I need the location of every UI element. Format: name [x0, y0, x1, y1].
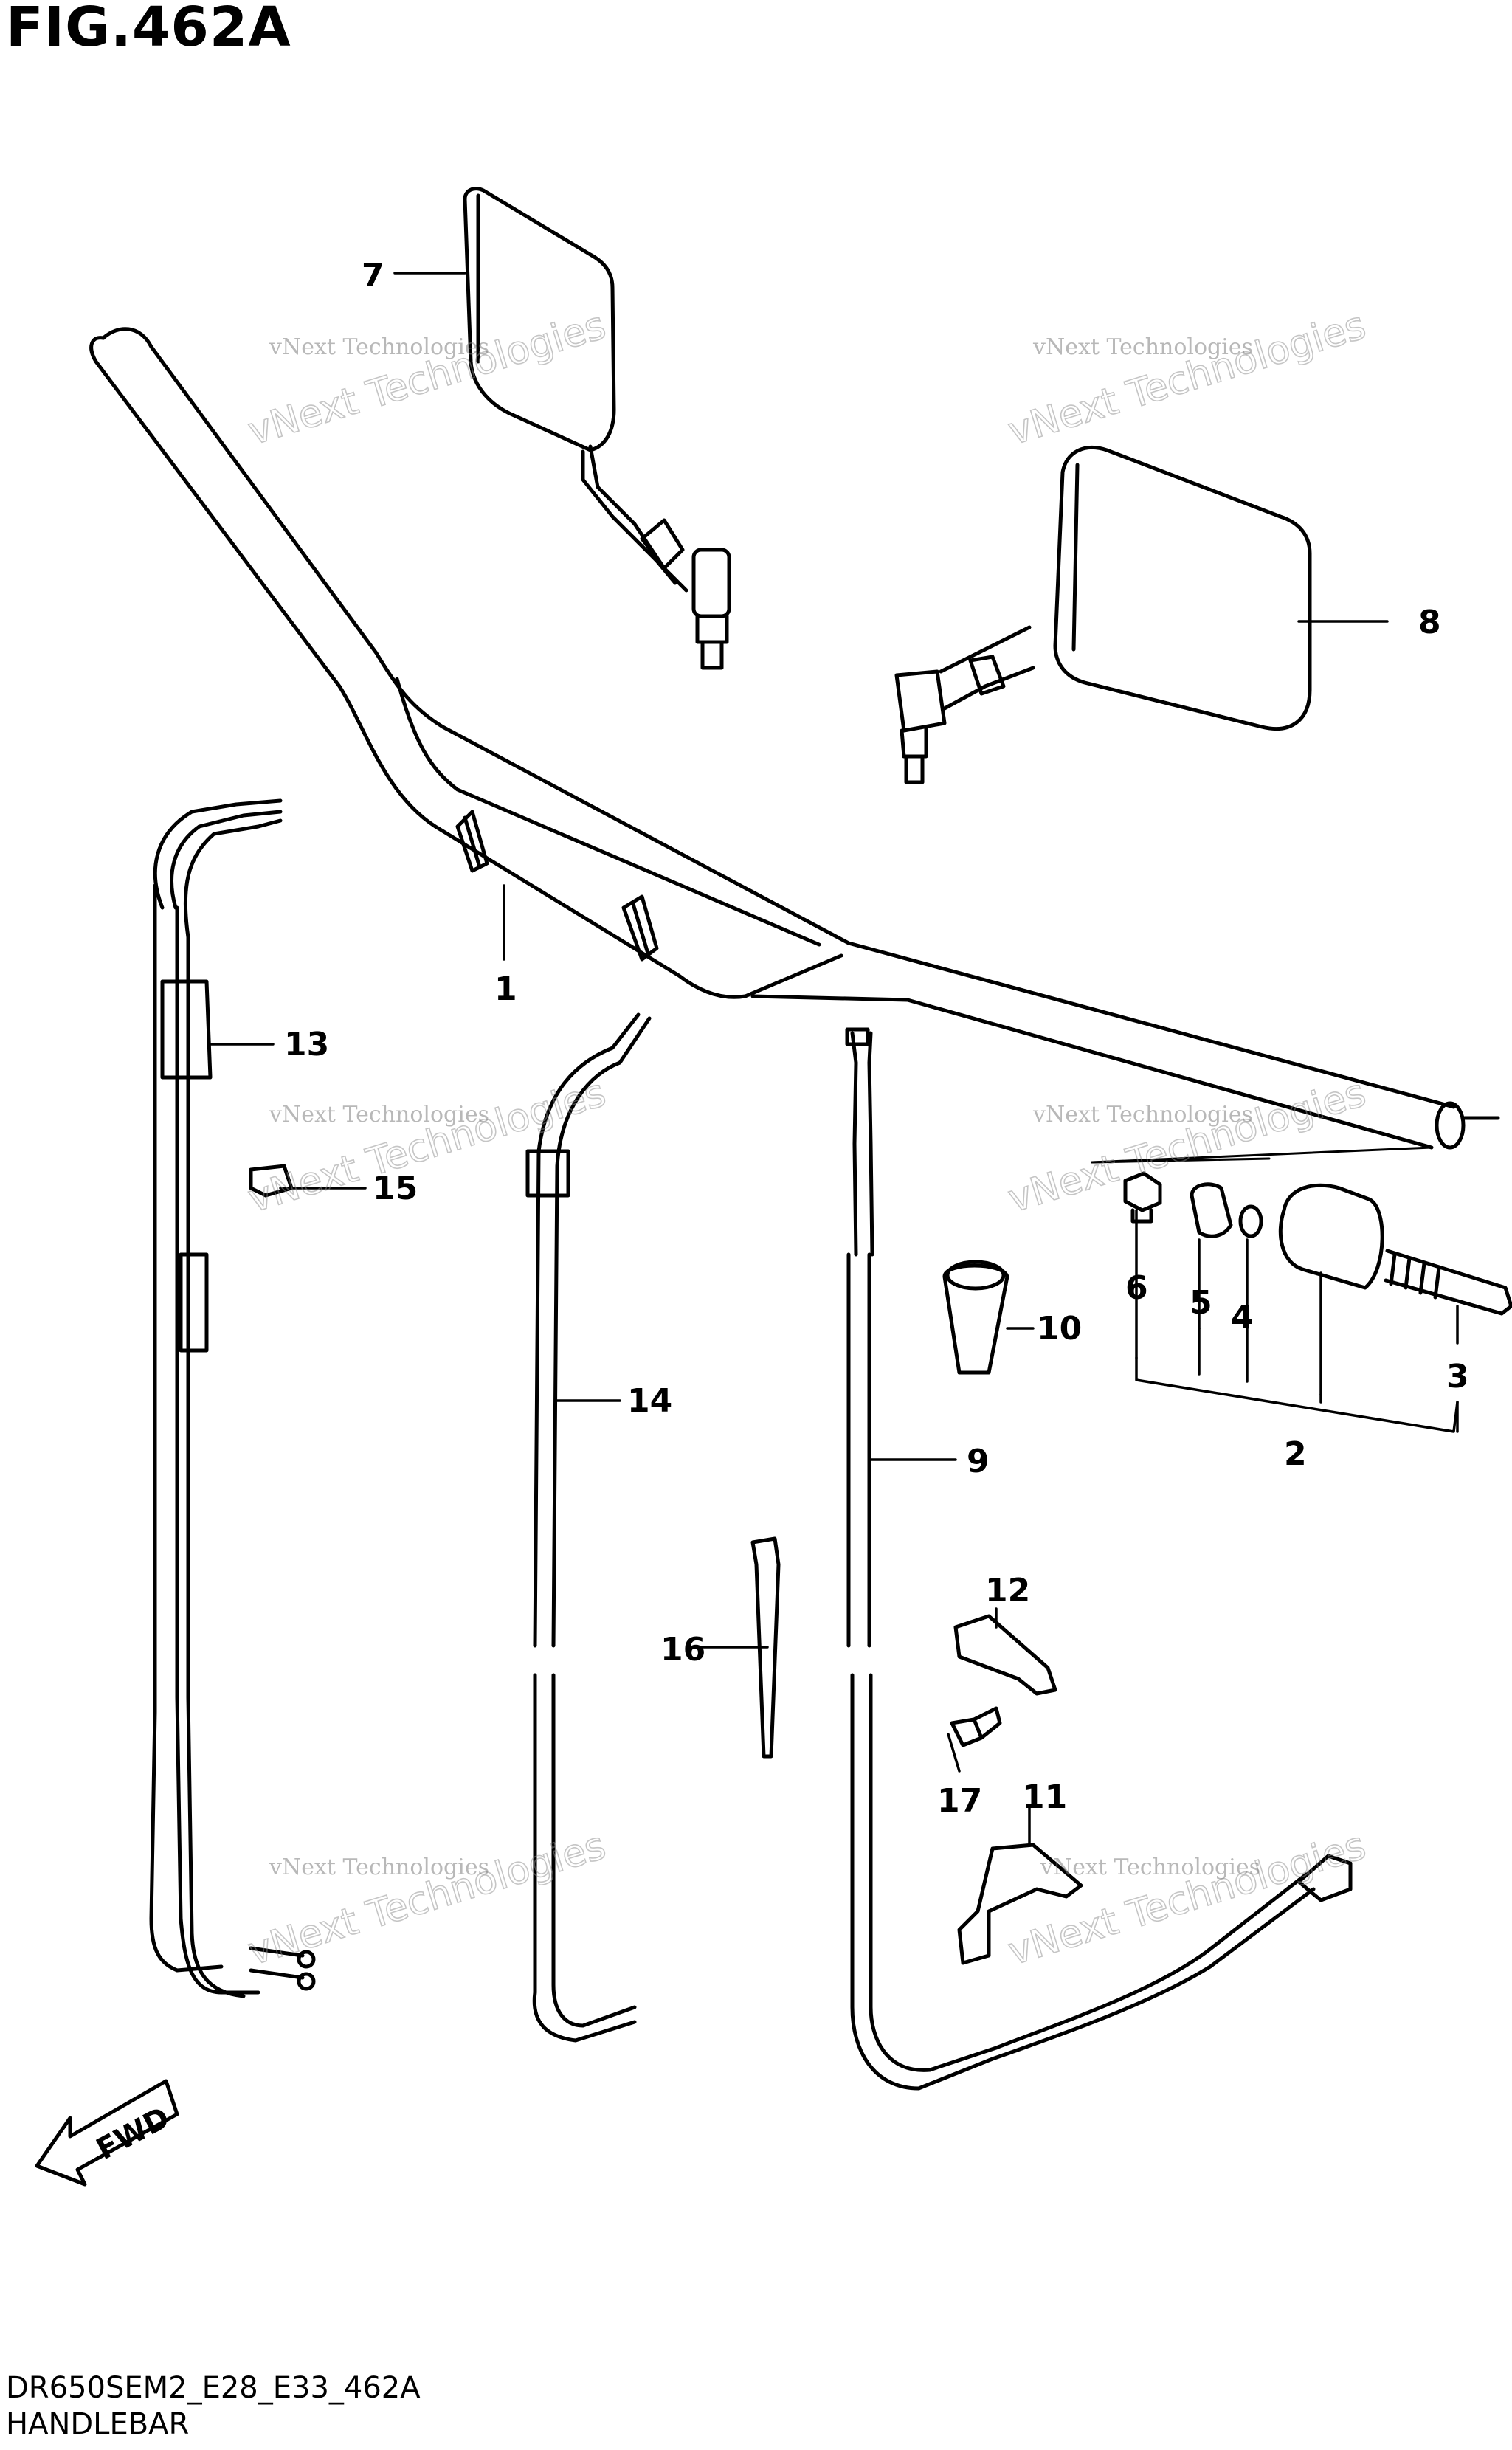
watermark-small: vNext Technologies	[269, 334, 489, 360]
callout-1: 1	[494, 970, 517, 1008]
bar-end-weight-assembly	[1123, 1171, 1512, 1316]
callout-10: 10	[1037, 1310, 1082, 1348]
clip-part-15	[249, 1164, 294, 1198]
callout-9: 9	[967, 1443, 990, 1480]
callout-11: 11	[1022, 1778, 1067, 1816]
section-name: HANDLEBAR	[6, 2407, 190, 2441]
watermark-large: vNext Technologies	[1004, 1071, 1371, 1221]
callout-17: 17	[937, 1782, 982, 1820]
right-mirror-part	[894, 446, 1312, 784]
watermark-large: vNext Technologies	[244, 303, 611, 454]
watermark-small: vNext Technologies	[1032, 334, 1253, 360]
callout-8: 8	[1418, 604, 1441, 641]
callout-13: 13	[284, 1026, 329, 1063]
callout-14: 14	[627, 1382, 672, 1420]
bracket-part-11	[957, 1843, 1083, 1965]
clamp-part-12	[953, 1614, 1057, 1696]
model-code: DR650SEM2_E28_E33_462A	[6, 2371, 421, 2405]
leader-lines	[209, 272, 1459, 1846]
callout-5: 5	[1190, 1284, 1212, 1322]
spacer-part-5	[1190, 1182, 1233, 1238]
callout-12: 12	[985, 1572, 1030, 1609]
bolt-part-17	[950, 1706, 1002, 1747]
callout-15: 15	[373, 1170, 418, 1207]
watermark-large: vNext Technologies	[1004, 303, 1371, 454]
callout-4: 4	[1231, 1299, 1254, 1336]
weight-part-2	[1278, 1183, 1384, 1290]
cable-tie-part-16	[750, 1536, 781, 1759]
callout-6: 6	[1125, 1269, 1148, 1307]
clutch-cable-part	[845, 1027, 1353, 2091]
fwd-arrow: FWD	[35, 2079, 179, 2187]
choke-cable-part	[525, 1012, 652, 2043]
callout-numbers: 7 8 1 13 15 6 5 4 10 3 14 2 9 12 16 17 1…	[284, 257, 1469, 1820]
washer-part-4	[1238, 1204, 1263, 1238]
watermark-large: vNext Technologies	[1004, 1823, 1371, 1974]
watermark-small: vNext Technologies	[1040, 1854, 1260, 1880]
handlebar-part	[89, 327, 1500, 1164]
callout-7: 7	[362, 257, 384, 294]
watermarks: vNext Technologies vNext Technologies vN…	[243, 303, 1372, 1975]
bolt-part-3	[1384, 1249, 1512, 1316]
callout-16: 16	[660, 1631, 705, 1669]
watermark-small: vNext Technologies	[269, 1854, 489, 1880]
watermark-small: vNext Technologies	[269, 1102, 489, 1128]
figure-title: FIG.462A	[6, 0, 291, 59]
watermark-small: vNext Technologies	[1032, 1102, 1253, 1128]
left-mirror-part	[463, 187, 731, 670]
watermark-large: vNext Technologies	[244, 1823, 611, 1974]
callout-2: 2	[1284, 1435, 1307, 1473]
throttle-cables-part	[149, 798, 316, 1998]
nut-part-6	[1123, 1171, 1162, 1212]
callout-3: 3	[1446, 1358, 1469, 1395]
